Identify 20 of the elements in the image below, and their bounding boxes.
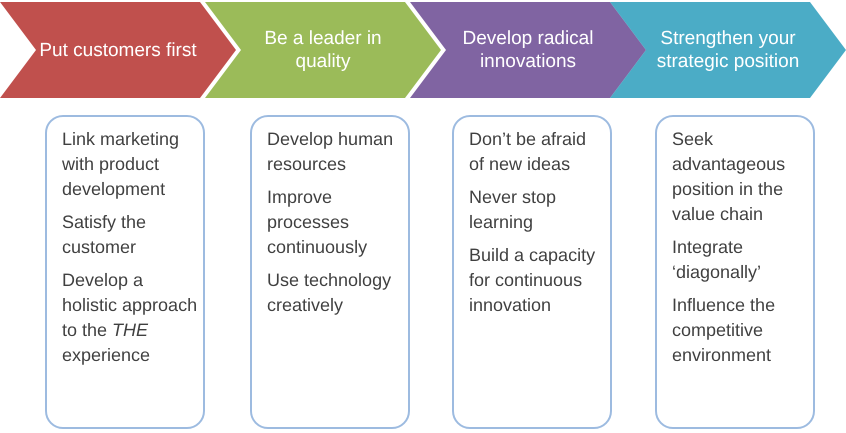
text-card — [452, 115, 612, 429]
list-item: Seek advantageous position in the value chain — [672, 128, 786, 226]
list-item: Develop human resources — [267, 128, 394, 176]
list-item: Integrate ‘diagonally’ — [672, 236, 762, 284]
chevron-label: Strengthen your strategic position — [656, 27, 800, 73]
chevron-label: Be a leader in quality — [263, 27, 383, 73]
list-item: Satisfy the customer — [62, 211, 148, 259]
list-item: Never stop learning — [469, 186, 558, 234]
text-card — [655, 115, 815, 429]
text-card — [250, 115, 410, 429]
chevron-label: Put customers first — [39, 38, 197, 62]
list-item: Develop a holistic approach to the THE experience — [62, 269, 198, 367]
list-item: Link marketing with product development — [62, 128, 180, 201]
list-item: Use technology creatively — [267, 269, 392, 317]
text-card — [45, 115, 205, 429]
list-item: Influence the competitive environment — [672, 294, 776, 367]
chevron-label: Develop radical innovations — [462, 27, 594, 73]
list-item: Build a capacity for continuous innovation — [469, 244, 596, 317]
list-item: Don’t be afraid of new ideas — [469, 128, 588, 176]
list-item: Improve processes continuously — [267, 186, 368, 259]
